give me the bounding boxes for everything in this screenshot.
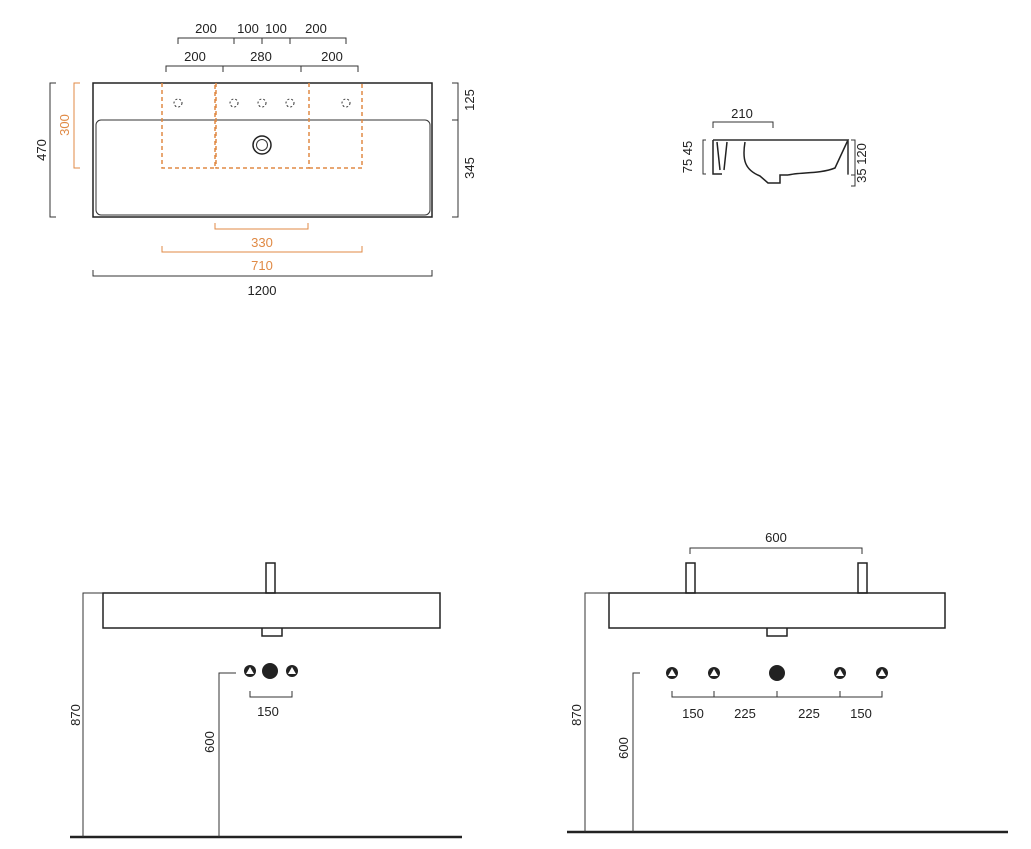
dim-label: 600 [765,530,787,545]
basin-section [712,139,850,184]
dim-label: 1200 [248,283,277,298]
faucet-icon [857,562,868,594]
waste-icon [261,628,283,637]
dim-label: 470 [34,139,49,161]
dim-label: 870 [68,704,83,726]
dim-label: 75 45 [680,141,695,174]
dim-line-710 [161,246,363,253]
dim-label: 200 [305,21,327,36]
bowl-outline [95,119,431,216]
dim-line-second [165,65,359,72]
dim-label: 210 [731,106,753,121]
drain-icon [252,135,272,155]
dim-line-330 [214,223,309,230]
dim-line-870 [82,592,103,837]
dim-line-600 [218,672,236,837]
dim-label: 345 [462,157,477,179]
tap-holes [173,98,351,108]
basin-front [608,592,946,629]
dim-line-300 [73,82,80,169]
dim-line-600-top [689,547,863,554]
dim-label: 125 [462,89,477,111]
waste-icon [766,628,788,637]
dim-label: 710 [251,258,273,273]
tap-hole [341,98,351,108]
wall-outlets [666,665,888,681]
dim-line-left [702,139,706,175]
dim-label: 225 [734,706,756,721]
dim-label: 200 [195,21,217,36]
dim-label: 280 [250,49,272,64]
dim-label: 100 [237,21,259,36]
tap-hole [257,98,267,108]
dim-line-spacings [671,691,883,698]
dim-label: 600 [202,731,217,753]
wall-outlets [244,663,298,679]
dim-line-right [452,82,459,218]
tap-hole [173,98,183,108]
faucet-icon [685,562,696,594]
dim-line-1200 [92,270,433,277]
tap-hole [285,98,295,108]
drain-inner [256,139,268,151]
basin-front [102,592,441,629]
dim-line-870 [584,592,609,832]
elevation-double-tap: 600 870 600 150 225 225 150 [567,530,1008,834]
dim-label: 225 [798,706,820,721]
plan-view: 200 100 100 200 200 280 200 470 300 125 … [34,21,477,298]
dim-label: 200 [321,49,343,64]
cabinet-outline [161,83,363,169]
dim-label: 300 [57,114,72,136]
dim-label: 200 [184,49,206,64]
dim-line-top [177,37,347,44]
tap-hole [229,98,239,108]
dim-label: 150 [257,704,279,719]
dim-line-470 [49,82,56,218]
faucet-icon [265,562,276,594]
dim-label: 35 120 [854,143,869,183]
waste-outlet-icon [769,665,785,681]
dim-label: 150 [850,706,872,721]
basin-outline [92,82,433,218]
dim-label: 100 [265,21,287,36]
dim-label: 600 [616,737,631,759]
dim-label: 870 [569,704,584,726]
waste-outlet-icon [262,663,278,679]
dim-line-right [851,139,856,187]
dim-label: 150 [682,706,704,721]
dim-line-150 [249,691,293,698]
section-view: 210 75 45 35 120 [680,106,869,187]
elevation-single-tap: 870 600 150 [68,562,462,839]
dim-line-600 [632,672,640,832]
dim-label: 330 [251,235,273,250]
dim-line-210 [712,121,774,128]
